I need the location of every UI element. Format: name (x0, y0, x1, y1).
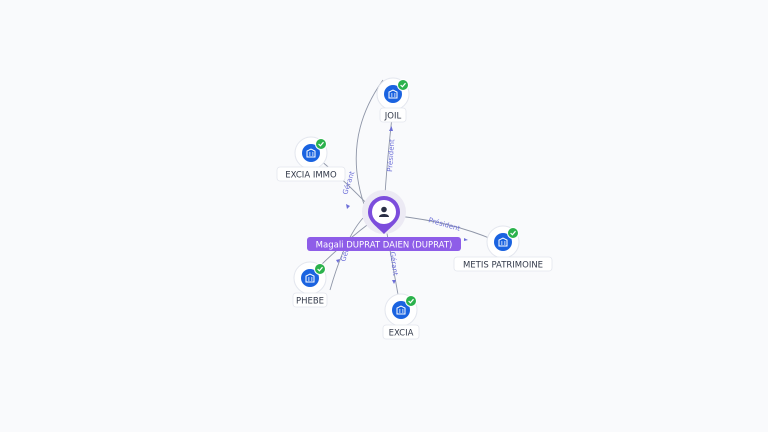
verified-badge-icon (397, 79, 409, 91)
verified-badge-icon (405, 295, 417, 307)
company-label: PHEBE (296, 297, 324, 307)
company-node-metis-patrimoine[interactable]: METIS PATRIMOINE (453, 225, 553, 272)
arrow-joil (389, 126, 393, 131)
company-label: EXCIA IMMO (285, 171, 337, 181)
arrow-phebe (336, 259, 340, 263)
edge-metis (397, 215, 495, 241)
arrow-excia (392, 280, 396, 284)
company-node-joil[interactable]: JOIL (376, 77, 410, 123)
edge-label-excia: Gérant (388, 251, 399, 276)
arrow-metis (464, 238, 468, 241)
company-label: JOIL (384, 112, 402, 122)
person-name: Magali DUPRAT DAIEN (DUPRAT) (316, 241, 453, 251)
edge-excia-immo-outer (355, 79, 384, 211)
company-node-phebe[interactable]: PHEBE (292, 261, 328, 308)
person-node[interactable] (362, 190, 406, 234)
verified-badge-icon (507, 227, 519, 239)
company-label: EXCIA (389, 329, 414, 339)
person-icon (379, 206, 389, 217)
person-label[interactable]: Magali DUPRAT DAIEN (DUPRAT) (307, 237, 461, 251)
edge-label-joil: Président (386, 139, 396, 172)
company-label: METIS PATRIMOINE (463, 261, 543, 271)
verified-badge-icon (314, 263, 326, 275)
arrow-excia-immo (346, 204, 350, 209)
edge-label-metis: Président (427, 216, 461, 233)
company-node-excia-immo[interactable]: EXCIA IMMO (276, 136, 346, 182)
company-node-excia[interactable]: EXCIA (382, 293, 420, 340)
verified-badge-icon (315, 138, 327, 150)
edge-excia (385, 227, 400, 301)
